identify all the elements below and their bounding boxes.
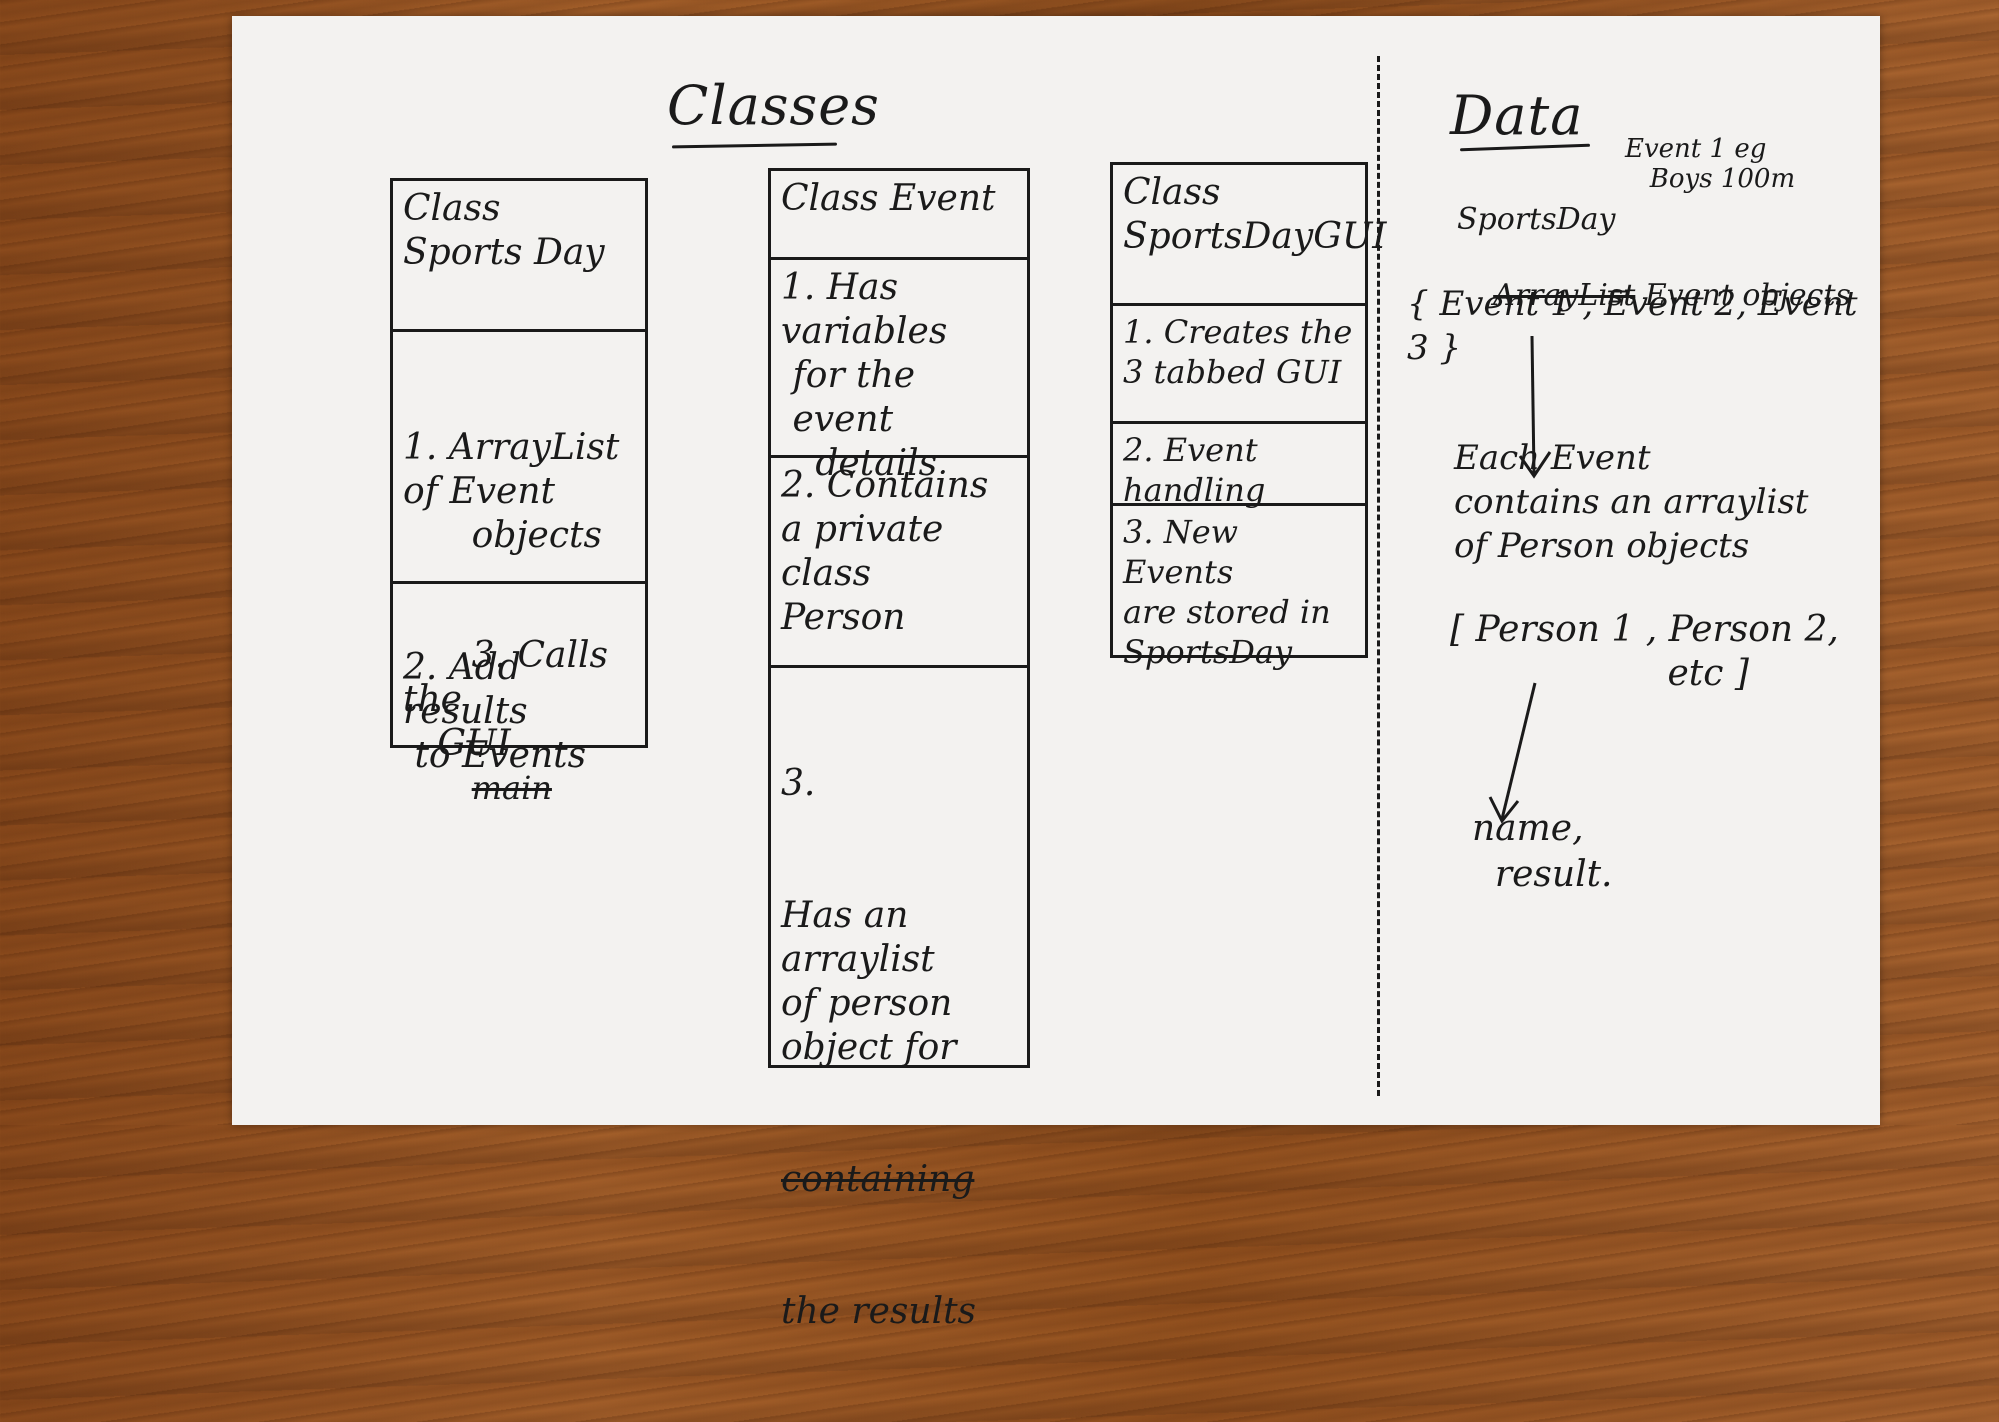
class-event-box: Class Event 1. Has variables for the eve… xyxy=(768,168,1030,1332)
classes-heading: Classes xyxy=(667,74,880,137)
class-sportsday-title: Class Sports Day xyxy=(403,188,605,273)
class-gui-title: Class SportsDayGUI xyxy=(1123,172,1387,257)
persons-list: [ Person 1 , Person 2, etc ] xyxy=(1450,609,1839,694)
class-gui-item-3: 3. New Events are stored in SportsDay xyxy=(1113,503,1365,671)
class-event-item-3-struck: containing xyxy=(781,1159,975,1200)
arraylist-event-objects-note: ArrayList Event objects xyxy=(1455,236,1851,356)
class-event-item-2: 2. Contains a private class Person xyxy=(771,455,1027,667)
arraylist-struck-text: ArrayList xyxy=(1493,278,1636,313)
event-objects-text: Event objects xyxy=(1635,278,1851,313)
class-sportsday-item-3-struck: main xyxy=(471,769,552,807)
class-sportsday-item-3: 3. Calls the GUI xyxy=(403,635,608,764)
class-event-title: Class Event xyxy=(781,178,996,219)
event-example-note: Event 1 eg Boys 100m xyxy=(1625,134,1796,194)
sportsday-label: SportsDay xyxy=(1457,202,1616,237)
class-sportsday-methods: 1. ArrayList of Event objects 2. Add res… xyxy=(393,329,645,776)
class-sportsday-section-3: 3. Calls the GUI main xyxy=(393,581,645,807)
person-fields-note: name, result. xyxy=(1472,808,1613,895)
each-event-note: Each Event contains an arraylist of Pers… xyxy=(1454,438,1809,566)
arrow-down-icon xyxy=(1488,682,1537,824)
class-event-item-1: 1. Has variables for the event details xyxy=(771,257,1027,484)
class-gui-item-2: 2. Event handling xyxy=(1113,421,1365,509)
class-event-section-3: 3. Has an arraylist of person object for… xyxy=(771,665,1027,1332)
class-event-item-3-end: the results xyxy=(781,1291,977,1332)
data-heading: Data xyxy=(1450,84,1584,147)
class-event-item-3: Has an arraylist of person object for xyxy=(781,895,957,1068)
paper-sheet: Classes Data Class Sports Day 1. ArrayLi… xyxy=(232,16,1880,1332)
class-event-item-3-number: 3. xyxy=(781,763,816,804)
class-gui-box: Class SportsDayGUI 1. Creates the 3 tabb… xyxy=(1110,162,1387,671)
dashed-separator xyxy=(1377,56,1380,1096)
arrow-down-icon xyxy=(1518,335,1552,479)
class-sportsday-item-1: 1. ArrayList of Event objects xyxy=(403,427,620,556)
class-sportsday-item-2: 2. Add results to Events xyxy=(403,647,587,776)
events-list: { Event 1 , Event 2, Event 3 } xyxy=(1407,284,1869,368)
classes-heading-underline xyxy=(671,142,838,149)
class-sportsday-box: Class Sports Day 1. ArrayList of Event o… xyxy=(390,178,648,807)
class-gui-item-1: 1. Creates the 3 tabbed GUI xyxy=(1113,303,1365,423)
